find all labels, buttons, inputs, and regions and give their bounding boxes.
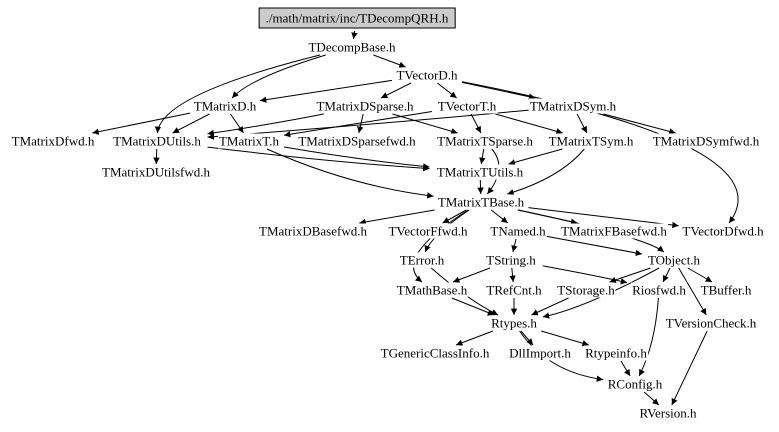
graph-node-TBuffer[interactable]: TBuffer.h — [699, 282, 753, 298]
edge-TMatrixTBase-TNamed — [490, 209, 509, 224]
graph-node-TNamed[interactable]: TNamed.h — [489, 223, 547, 239]
graph-node-RConfig[interactable]: RConfig.h — [606, 376, 664, 392]
graph-node-TMatrixTSparse[interactable]: TMatrixTSparse.h — [436, 133, 534, 149]
graph-node-TMathBase[interactable]: TMathBase.h — [395, 282, 469, 298]
graph-node-TMatrixDUtilsfwd[interactable]: TMatrixDUtilsfwd.h — [101, 164, 211, 180]
edge-Rtypeinfo-RConfig — [620, 360, 631, 377]
edge-TVectorD-TMatrixD — [259, 79, 393, 103]
graph-node-TVectorT[interactable]: TVectorT.h — [436, 98, 498, 114]
edge-TMatrixTBase-TVectorDfwd — [528, 207, 679, 229]
edge-TMatrixT-TMatrixTBase — [266, 148, 434, 199]
graph-node-TMatrixDBasefwd[interactable]: TMatrixDBasefwd.h — [258, 223, 368, 239]
edge-TMatrixDSym-TMatrixDSymfwd — [603, 113, 676, 135]
edge-TObject-Rtypes — [542, 267, 660, 319]
graph-node-TMatrixDSparse[interactable]: TMatrixDSparse.h — [315, 98, 415, 114]
edge-Rtypes-RConfig — [519, 330, 604, 382]
edge-TMatrixDSparse-TMatrixDUtils — [207, 113, 324, 137]
graph-node-TError[interactable]: TError.h — [398, 252, 446, 268]
edge-TObject-TStorage — [609, 267, 651, 283]
graph-node-TString[interactable]: TString.h — [485, 252, 537, 268]
edge-RConfig-RVersion — [643, 391, 660, 406]
edge-Rtypes-Rtypeinfo — [541, 330, 589, 347]
edge-TNamed-TObject — [546, 235, 643, 257]
graph-node-TMatrixDUtils[interactable]: TMatrixDUtils.h — [112, 133, 202, 149]
graph-node-DllImport[interactable]: DllImport.h — [508, 345, 572, 361]
edge-TMatrixTBase-TMatrixDBasefwd — [359, 209, 435, 226]
edge-TMatrixTSym-TMatrixTUtils — [508, 148, 563, 166]
edge-TMatrixTSparse-TMatrixTUtils — [479, 148, 486, 165]
edge-TMatrixTBase-TMathBase — [413, 209, 469, 283]
graph-node-TVectorDfwd[interactable]: TVectorDfwd.h — [681, 223, 765, 239]
edge-TMatrixTSym-TMatrixTBase — [507, 148, 585, 196]
edge-TObject-TBuffer — [687, 267, 713, 283]
graph-node-TMatrixTUtils[interactable]: TMatrixTUtils.h — [435, 164, 525, 180]
graph-node-TMatrixT[interactable]: TMatrixT.h — [217, 133, 281, 149]
edge-TMatrixDUtils-TMatrixTUtils — [207, 146, 430, 172]
edge-Riosfwd-RConfig — [638, 297, 659, 377]
graph-node-TStorage[interactable]: TStorage.h — [556, 282, 616, 298]
edge-TStorage-Rtypes — [531, 297, 569, 316]
edge-TMatrixD-TMatrixT — [230, 113, 244, 134]
edge-TMathBase-Rtypes — [451, 297, 495, 316]
edge-TString-TRefCnt — [509, 267, 516, 283]
graph-node-TRefCnt[interactable]: TRefCnt.h — [485, 282, 543, 298]
edge-TVectorD-TMatrixDSym — [461, 81, 536, 100]
graph-node-TVectorD[interactable]: TVectorD.h — [395, 67, 459, 83]
graph-node-TMatrixDSymfwd[interactable]: TMatrixDSymfwd.h — [651, 133, 761, 149]
edge-TString-Riosfwd — [542, 265, 628, 285]
graph-node-TMatrixD[interactable]: TMatrixD.h — [192, 98, 258, 114]
edge-TString-TMathBase — [452, 267, 491, 283]
graph-node-TMatrixDSym[interactable]: TMatrixDSym.h — [528, 98, 618, 114]
edge-TMatrixD-TMatrixDfwd — [92, 112, 191, 135]
graph-node-Riosfwd[interactable]: Riosfwd.h — [631, 282, 687, 298]
edge-TMatrixDSparse-TMatrixTSparse — [392, 113, 458, 135]
graph-node-TMatrixTSym[interactable]: TMatrixTSym.h — [547, 133, 635, 149]
edge-TMatrixDSym-TMatrixTSym — [576, 113, 588, 134]
edge-TVectorT-TMatrixTSparse — [470, 113, 482, 134]
graph-node-TMatrixTBase[interactable]: TMatrixTBase.h — [436, 194, 526, 210]
graph-node-Rtypeinfo[interactable]: Rtypeinfo.h — [584, 345, 648, 361]
edge-TVectorD-TMatrixDSparse — [380, 82, 412, 99]
edge-TVectorT-TMatrixT — [283, 111, 433, 138]
edge-TMatrixD-TMatrixDUtils — [172, 113, 210, 134]
edge-TDecompBase-TMatrixDUtils — [154, 54, 321, 134]
graph-node-TDecompBase[interactable]: TDecompBase.h — [307, 39, 397, 55]
graph-node-TObject[interactable]: TObject.h — [646, 252, 702, 268]
graph-node-TMatrixDSparsefwd[interactable]: TMatrixDSparsefwd.h — [297, 133, 417, 149]
graph-node-TVersionCheck[interactable]: TVersionCheck.h — [664, 315, 758, 331]
graph-node-TDecompQRH: ./math/matrix/inc/TDecompQRH.h — [258, 7, 456, 29]
edge-TDecompBase-TVectorD — [373, 54, 406, 68]
edge-TMatrixT-TMatrixTUtils — [283, 146, 430, 170]
graph-node-TMatrixDfwd[interactable]: TMatrixDfwd.h — [10, 133, 96, 149]
edge-TObject-TVersionCheck — [678, 267, 707, 316]
edge-TVectorD-TVectorT — [437, 82, 457, 99]
graph-node-TVectorFfwd[interactable]: TVectorFfwd.h — [387, 223, 469, 239]
edge-TMatrixDSparse-TMatrixDSparsefwd — [357, 113, 364, 134]
edge-Rtypes-DllImport — [520, 330, 534, 346]
graph-node-TGenericClassInfo[interactable]: TGenericClassInfo.h — [379, 345, 491, 361]
edge-TDecompQRH-TDecompBase — [351, 30, 358, 40]
edge-TDecompBase-TMatrixD — [231, 54, 326, 99]
edge-TObject-Riosfwd — [662, 267, 671, 283]
edge-Rtypes-TGenericClassInfo — [455, 330, 494, 346]
graph-node-RVersion[interactable]: RVersion.h — [638, 405, 698, 421]
graph-node-TMatrixFBasefwd[interactable]: TMatrixFBasefwd.h — [560, 223, 668, 239]
edge-TMatrixTBase-TVectorFfwd — [442, 209, 467, 224]
edge-TVectorT-TMatrixTSym — [495, 113, 563, 135]
edge-TVersionCheck-RVersion — [671, 330, 708, 406]
edge-TNamed-TString — [511, 238, 518, 253]
graph-node-Rtypes[interactable]: Rtypes.h — [490, 315, 538, 331]
